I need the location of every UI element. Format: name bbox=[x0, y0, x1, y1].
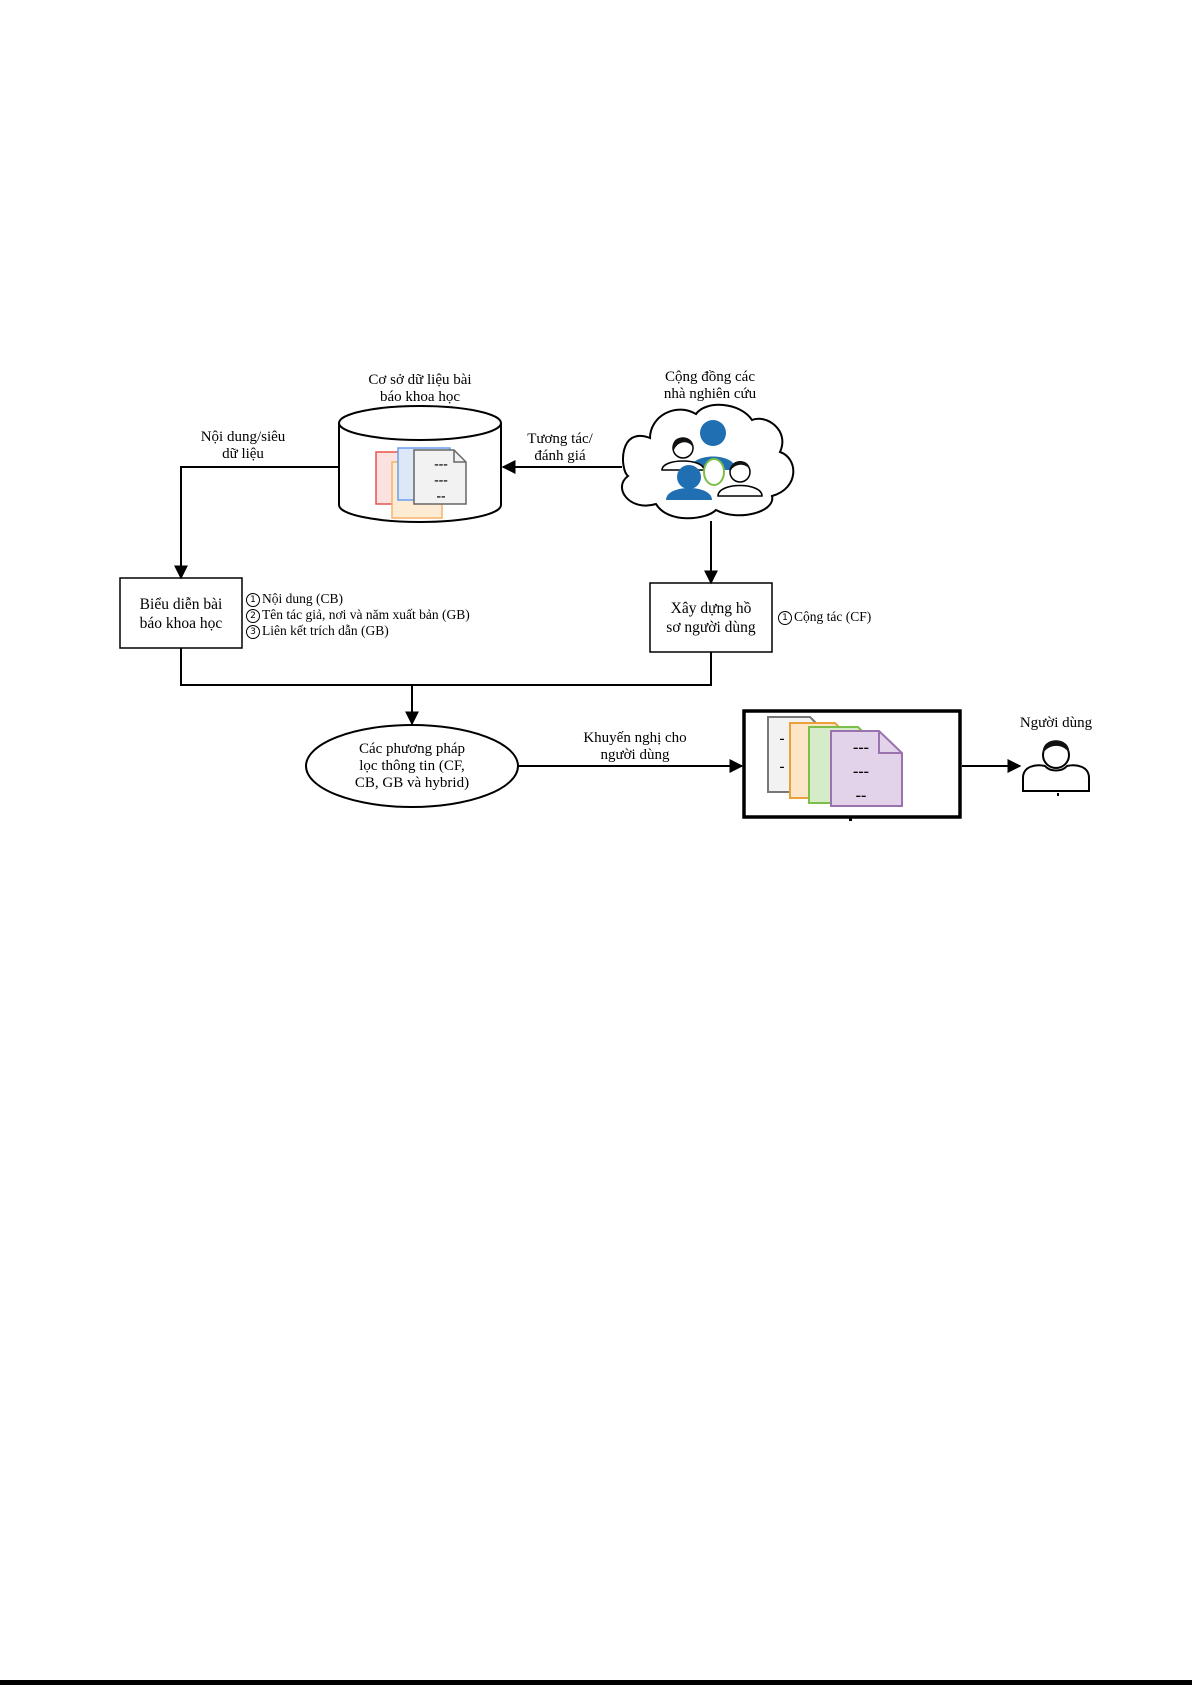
community-people-icon bbox=[661, 420, 763, 500]
profile-box bbox=[649, 582, 773, 653]
recommendation-side-mark-2: - bbox=[779, 759, 785, 775]
database-document-stack bbox=[375, 447, 467, 519]
database-title: Cơ sở dữ liệu bài báo khoa học bbox=[340, 372, 500, 406]
user-person-icon bbox=[1022, 740, 1090, 796]
content-meta-line2: dữ liệu bbox=[222, 446, 264, 462]
merge-connector bbox=[180, 648, 712, 686]
content-meta-label: Nội dung/siêu dữ liệu bbox=[173, 429, 313, 463]
representation-note-3-text: Liên kết trích dẫn (GB) bbox=[262, 623, 389, 638]
profile-line1: Xây dựng hồ bbox=[670, 600, 752, 617]
recommendation-doc-text: --- --- -- bbox=[836, 736, 886, 808]
profile-box-text: Xây dựng hồ sơ người dùng bbox=[650, 599, 772, 637]
user-label: Người dùng bbox=[1019, 715, 1093, 731]
representation-line1: Biểu diễn bài bbox=[139, 596, 223, 613]
recommendation-doc-line3: -- bbox=[855, 787, 867, 804]
recommendation-doc-line2: --- bbox=[853, 763, 869, 780]
representation-note-2-text: Tên tác giả, nơi và năm xuất bản (GB) bbox=[262, 607, 470, 622]
recommend-line2: người dùng bbox=[600, 747, 670, 763]
content-meta-line1: Nội dung/siêu bbox=[200, 429, 286, 445]
community-title-line2: nhà nghiên cứu bbox=[663, 386, 757, 402]
note-marker-2: 2 bbox=[246, 609, 260, 623]
database-doc-line1: --- bbox=[434, 456, 448, 471]
content-meta-arrow bbox=[174, 466, 339, 580]
recommendation-document-stack bbox=[767, 716, 903, 807]
panel-tick bbox=[849, 817, 852, 821]
interaction-label: Tương tác/ đánh giá bbox=[510, 431, 610, 465]
recommendation-side-mark-1: - bbox=[779, 731, 785, 747]
community-title: Cộng đồng các nhà nghiên cứu bbox=[630, 369, 790, 403]
community-title-line1: Cộng đồng các bbox=[665, 369, 755, 385]
profile-note-marker-1: 1 bbox=[778, 611, 792, 625]
database-doc-text: --- --- -- bbox=[416, 456, 466, 504]
profile-line2: sơ người dùng bbox=[666, 619, 756, 636]
recommend-label: Khuyến nghị cho người dùng bbox=[560, 730, 710, 764]
page-bottom-rule bbox=[0, 1680, 1192, 1685]
recommend-line1: Khuyến nghị cho bbox=[583, 730, 687, 746]
interaction-line1: Tương tác/ bbox=[527, 431, 593, 447]
filter-ellipse-text: Các phương pháp lọc thông tin (CF, CB, G… bbox=[312, 741, 512, 792]
recommendation-doc-line1: --- bbox=[853, 739, 869, 756]
database-doc-line3: -- bbox=[436, 488, 446, 503]
note-marker-3: 3 bbox=[246, 625, 260, 639]
representation-box-text: Biểu diễn bài báo khoa học bbox=[120, 595, 242, 633]
representation-line2: báo khoa học bbox=[139, 615, 223, 632]
representation-note-1-text: Nội dung (CB) bbox=[262, 591, 343, 606]
database-doc-line2: --- bbox=[434, 472, 448, 487]
filter-line3: CB, GB và hybrid) bbox=[354, 775, 470, 791]
representation-box bbox=[119, 577, 243, 649]
note-marker-1: 1 bbox=[246, 593, 260, 607]
database-title-line2: báo khoa học bbox=[380, 389, 460, 405]
database-title-line1: Cơ sở dữ liệu bài bbox=[368, 372, 472, 388]
filter-line1: Các phương pháp bbox=[358, 741, 466, 757]
profile-note-1-text: Cộng tác (CF) bbox=[794, 609, 872, 624]
interaction-line2: đánh giá bbox=[534, 448, 586, 464]
filter-line2: lọc thông tin (CF, bbox=[359, 758, 465, 774]
